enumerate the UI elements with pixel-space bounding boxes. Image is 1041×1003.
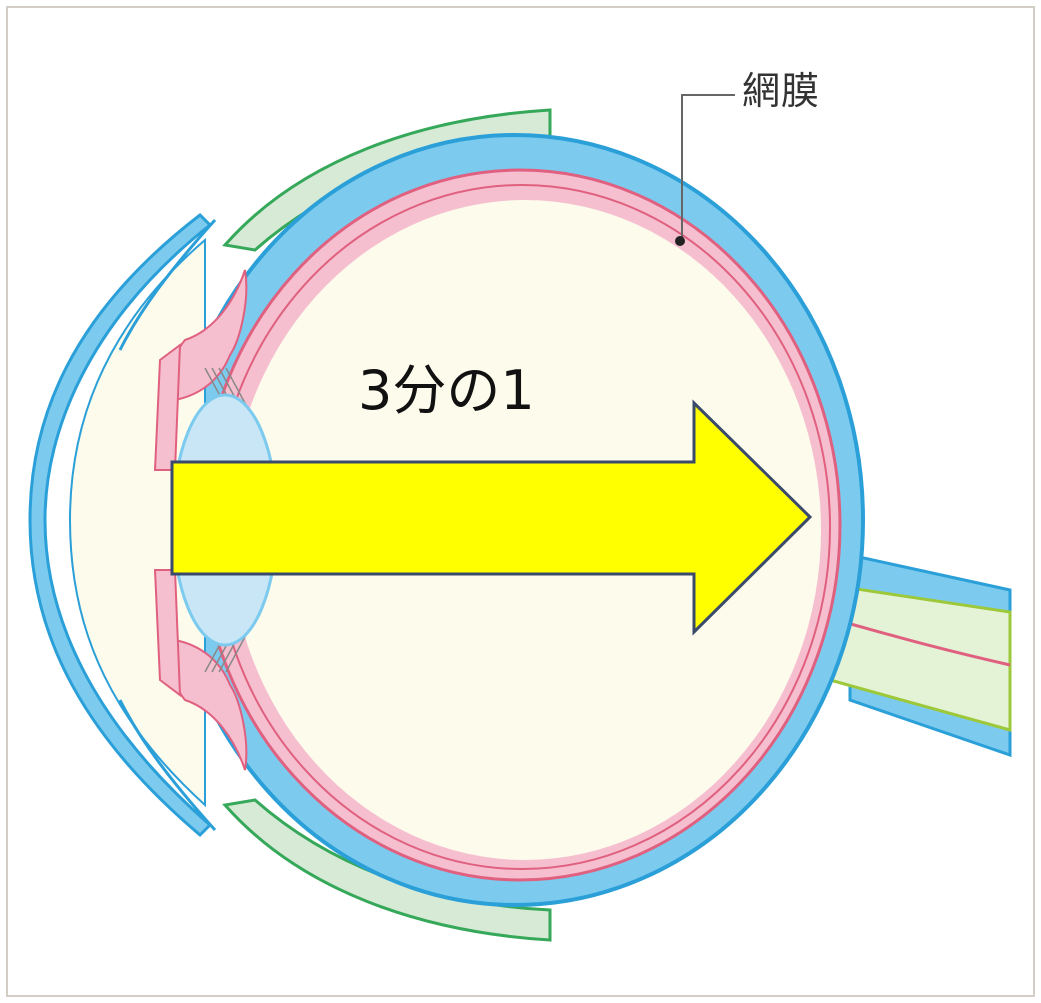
cornea: [28, 213, 213, 838]
retina-leader-dot: [675, 236, 685, 246]
lower-eyelid-line: [118, 699, 217, 832]
retina-leader-line: [681, 94, 735, 240]
retina-label: 網膜: [742, 69, 821, 113]
distance-arrow: [170, 399, 813, 636]
upper-eyelid-line: [118, 218, 217, 351]
one-third-label: 3分の1: [358, 359, 535, 422]
